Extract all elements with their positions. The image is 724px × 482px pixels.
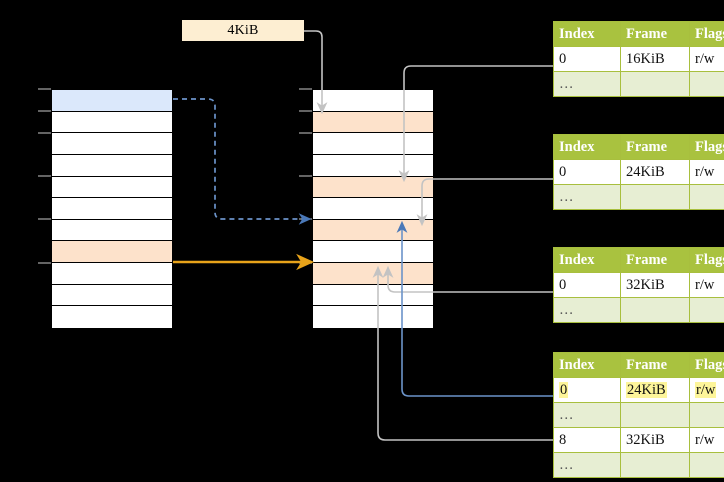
left-column-tick-marks bbox=[38, 88, 51, 264]
physical-frame-row-5 bbox=[313, 198, 433, 220]
virtual-page-row-2 bbox=[52, 133, 172, 155]
highlight-mark: 0 bbox=[559, 381, 569, 398]
page-table-3: IndexFrameFlags032KiBr/w… bbox=[553, 247, 724, 323]
page-table-1-row-0-index: 0 bbox=[553, 46, 621, 72]
page-table-3-row-1: … bbox=[553, 297, 724, 323]
page-table-1-col-flags: Flags bbox=[689, 21, 724, 47]
page-table-2-col-flags: Flags bbox=[689, 134, 724, 160]
page-table-3-row-0-flags: r/w bbox=[689, 272, 724, 298]
physical-frame-row-4 bbox=[313, 176, 433, 199]
page-table-3-row-1-frame bbox=[620, 297, 690, 323]
virtual-page-row-6 bbox=[52, 219, 172, 242]
page-table-3-header-row: IndexFrameFlags bbox=[553, 247, 724, 273]
page-table-4-header-row: IndexFrameFlags bbox=[553, 352, 724, 378]
page-table-4-row-3: … bbox=[553, 452, 724, 478]
page-table-3-col-index: Index bbox=[553, 247, 621, 273]
page-table-2-row-1: … bbox=[553, 184, 724, 210]
page-table-2-col-index: Index bbox=[553, 134, 621, 160]
page-table-4-row-1-flags bbox=[689, 402, 724, 428]
virtual-address-space-column bbox=[51, 89, 173, 329]
page-table-4-row-2-frame: 32KiB bbox=[620, 427, 690, 453]
middle-column-tick-marks bbox=[299, 88, 312, 264]
page-table-3-row-1-index: … bbox=[553, 297, 621, 323]
highlight-mark: 24KiB bbox=[626, 381, 667, 398]
physical-frame-row-8 bbox=[313, 263, 433, 285]
page-table-4-row-1-frame bbox=[620, 402, 690, 428]
page-table-2-row-0-frame: 24KiB bbox=[620, 159, 690, 185]
page-table-3-row-1-flags bbox=[689, 297, 724, 323]
size-label-4kib: 4KiB bbox=[182, 20, 304, 41]
page-table-2-row-1-index: … bbox=[553, 184, 621, 210]
page-table-3-row-0-index: 0 bbox=[553, 272, 621, 298]
page-table-4-row-0: 0 24KiB r/w bbox=[553, 377, 724, 403]
page-table-2-row-1-flags bbox=[689, 184, 724, 210]
page-table-1-row-1-flags bbox=[689, 71, 724, 97]
page-table-3-col-flags: Flags bbox=[689, 247, 724, 273]
page-table-4-row-1-index: … bbox=[553, 402, 621, 428]
page-table-4-col-flags: Flags bbox=[689, 352, 724, 378]
connector-pt2-frame-pointer bbox=[416, 178, 553, 227]
virtual-page-row-0 bbox=[52, 90, 172, 112]
virtual-page-row-5 bbox=[52, 198, 172, 220]
physical-frame-row-6 bbox=[313, 219, 433, 242]
page-table-1: IndexFrameFlags016KiBr/w… bbox=[553, 21, 724, 97]
page-table-1-header-row: IndexFrameFlags bbox=[553, 21, 724, 47]
physical-frame-row-9 bbox=[313, 284, 433, 307]
page-table-3-row-0-frame: 32KiB bbox=[620, 272, 690, 298]
page-table-2-col-frame: Frame bbox=[620, 134, 690, 160]
virtual-page-row-10 bbox=[52, 306, 172, 328]
page-table-1-row-1: … bbox=[553, 71, 724, 97]
page-table-4-row-3-frame bbox=[620, 452, 690, 478]
page-table-2: IndexFrameFlags024KiBr/w… bbox=[553, 134, 724, 210]
physical-frame-row-2 bbox=[313, 133, 433, 155]
virtual-page-row-8 bbox=[52, 263, 172, 285]
physical-frame-row-10 bbox=[313, 306, 433, 328]
page-table-2-row-0-index: 0 bbox=[553, 159, 621, 185]
physical-frame-row-7 bbox=[313, 241, 433, 263]
page-table-4-row-0-flags: r/w bbox=[689, 377, 724, 403]
virtual-page-row-4 bbox=[52, 176, 172, 199]
highlight-mark: r/w bbox=[695, 381, 717, 398]
page-table-4-row-0-frame: 24KiB bbox=[620, 377, 690, 403]
page-table-2-header-row: IndexFrameFlags bbox=[553, 134, 724, 160]
physical-frame-row-3 bbox=[313, 154, 433, 177]
page-table-4: IndexFrameFlags024KiBr/w…832KiBr/w… bbox=[553, 352, 724, 478]
physical-memory-column bbox=[312, 89, 434, 329]
page-table-2-row-0-flags: r/w bbox=[689, 159, 724, 185]
connector-blue-dashed-mapping bbox=[173, 98, 312, 225]
page-table-1-row-0-frame: 16KiB bbox=[620, 46, 690, 72]
page-table-4-row-0-index: 0 bbox=[553, 377, 621, 403]
page-table-1-row-1-frame bbox=[620, 71, 690, 97]
page-table-4-row-3-flags bbox=[689, 452, 724, 478]
page-table-4-col-frame: Frame bbox=[620, 352, 690, 378]
page-table-4-row-1: … bbox=[553, 402, 724, 428]
page-table-1-col-frame: Frame bbox=[620, 21, 690, 47]
page-table-2-row-1-frame bbox=[620, 184, 690, 210]
virtual-page-row-9 bbox=[52, 284, 172, 307]
page-table-1-row-1-index: … bbox=[553, 71, 621, 97]
virtual-page-row-3 bbox=[52, 154, 172, 177]
page-table-1-row-0-flags: r/w bbox=[689, 46, 724, 72]
page-table-4-row-3-index: … bbox=[553, 452, 621, 478]
physical-frame-row-1 bbox=[313, 111, 433, 134]
page-table-3-col-frame: Frame bbox=[620, 247, 690, 273]
physical-frame-row-0 bbox=[313, 90, 433, 112]
virtual-page-row-7 bbox=[52, 241, 172, 263]
page-table-1-col-index: Index bbox=[553, 21, 621, 47]
virtual-page-row-1 bbox=[52, 111, 172, 134]
page-table-4-col-index: Index bbox=[553, 352, 621, 378]
page-table-4-row-2-flags: r/w bbox=[689, 427, 724, 453]
page-table-4-row-2-index: 8 bbox=[553, 427, 621, 453]
